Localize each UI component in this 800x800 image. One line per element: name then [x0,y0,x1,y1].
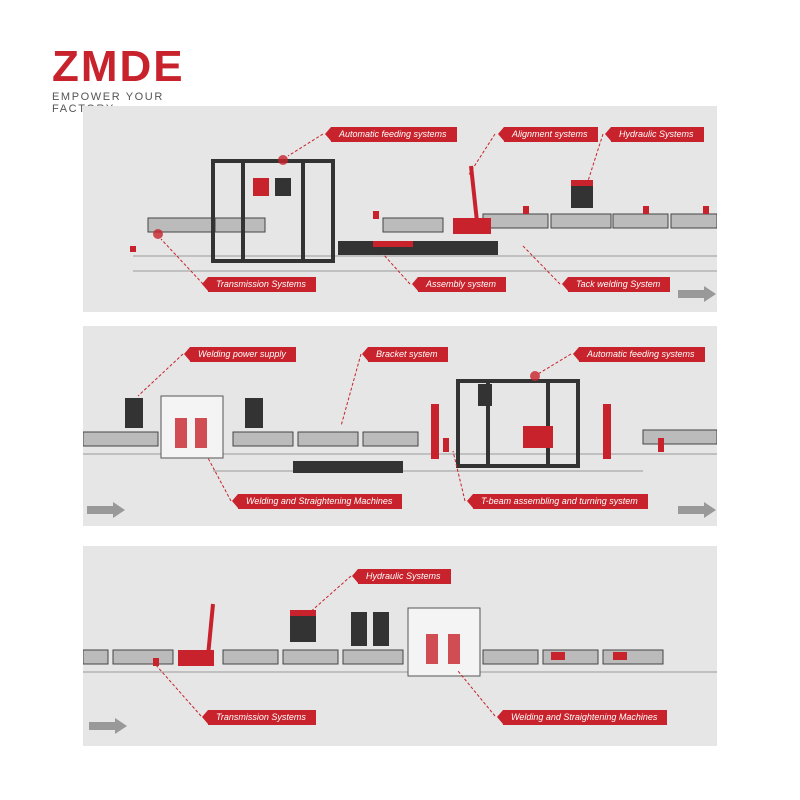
production-line-illustration-2 [83,353,717,502]
production-line-panel-2: Welding power supply Bracket system Auto… [83,326,717,526]
callout-welding-and-straightening-machines: Welding and Straightening Machines [231,494,403,509]
callout-assembly-system: Assembly system [411,277,507,292]
callout-alignment-systems: Alignment systems [498,127,598,142]
production-line-illustration-1 [130,133,717,285]
callout-welding-power-supply: Welding power supply [184,347,296,362]
flow-arrow-icon [678,286,716,302]
flow-arrow-icon [87,502,125,518]
callout-hydraulic-systems: Hydraulic Systems [605,127,704,142]
brand-logo: ZMDE EMPOWER YOUR FACTORY [52,42,212,116]
flow-arrow-icon [678,502,716,518]
callout-welding-and-straightening-machines-2: Welding and Straightening Machines [496,710,668,725]
callout-automatic-feeding-systems: Automatic feeding systems [325,127,457,142]
production-line-panel-3: Hydraulic Systems Transmission Systems W… [83,546,717,746]
hotspot-dot-icon [530,371,540,381]
hotspot-dot-icon [153,155,288,239]
production-line-panel-1: Automatic feeding systems Alignment syst… [83,106,717,312]
callout-automatic-feeding-systems-2: Automatic feeding systems [573,347,705,362]
production-line-illustration-3 [83,575,717,717]
callout-bracket-system: Bracket system [362,347,448,362]
callout-transmission-systems-2: Transmission Systems [202,710,316,725]
flow-arrow-icon [89,718,127,734]
callout-transmission-systems: Transmission Systems [202,277,316,292]
callout-tack-welding-system: Tack welding System [561,277,671,292]
callout-hydraulic-systems-2: Hydraulic Systems [352,569,451,584]
logo-wordmark: ZMDE [52,42,185,91]
callout-t-beam-assembling-and-turning-system: T-beam assembling and turning system [467,494,648,509]
